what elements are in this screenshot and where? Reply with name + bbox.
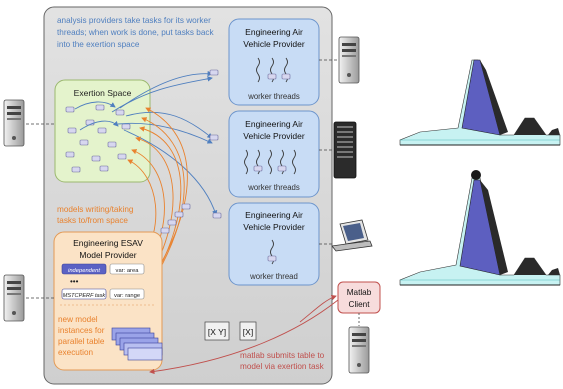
chip-dots: ••• [70,277,79,286]
chip-task [61,288,107,300]
provider-2-title-2: Vehicle Provider [243,131,305,141]
note-top-line-1: analysis providers take tasks for its wo… [57,16,211,25]
note-top-line-2: threads; when work is done, put tasks ba… [57,28,214,37]
rack-server-icon [333,121,357,179]
provider-2: Engineering Air Vehicle Provider worker … [228,110,320,198]
exertion-space-title: Exertion Space [74,88,132,98]
note-top-line-3: into the exertion space [57,40,140,49]
esav-note-line-1: new model [58,315,98,324]
esav-title-2: Model Provider [79,250,136,260]
provider-1: Engineering Air Vehicle Provider worker … [228,18,320,106]
server-icon [338,36,360,84]
provider-1-title-2: Vehicle Provider [243,39,305,49]
aircraft-model-bottom [399,170,561,286]
chip-var-range [109,288,145,300]
chip-var-range-label: var: range [114,293,140,299]
provider-3: Engineering Air Vehicle Provider worker … [228,202,320,286]
models-note-line-2: tasks to/from space [57,216,128,225]
matlab-note-line-1: matlab submits table to [240,351,325,360]
chip-independent-label: independent [68,268,100,274]
server-icon [3,274,25,322]
server-icon [3,99,25,147]
aircraft-model-top [399,59,561,146]
bracket-x: [X] [243,327,253,337]
space-to-provider-arrows [74,70,218,216]
chip-independent [61,263,107,275]
matlab-line-1: Matlab [347,288,372,297]
chip-var-area-label: var: area [116,268,140,274]
provider-3-caption: worker thread [249,272,298,281]
provider-3-title-1: Engineering Air [245,210,303,220]
esav-note-line-4: execution [58,348,93,357]
provider-2-caption: worker threads [247,183,300,192]
matlab-line-2: Client [349,300,371,309]
matlab-arrows [149,295,339,375]
provider-2-title-1: Engineering Air [245,119,303,129]
chip-var-area [109,263,145,275]
esav-title-1: Engineering ESAV [73,238,143,248]
bracket-x-box [239,321,257,341]
provider-3-title-2: Vehicle Provider [243,222,305,232]
bracket-xy-box [204,321,230,341]
server-icon [348,326,370,374]
provider-1-caption: worker threads [247,92,300,101]
model-instance-stack [111,327,163,361]
models-note-line-1: models writing/taking [57,205,134,214]
laptop-icon [331,219,373,252]
provider-1-title-1: Engineering Air [245,27,303,37]
bracket-xy: [X Y] [208,327,226,337]
chip-task-label: MSTCPERF task [63,293,107,299]
matlab-note-line-2: model via exertion task [240,362,325,371]
esav-note-line-2: instances for [58,326,105,335]
esav-note-line-3: parallel table [58,337,105,346]
